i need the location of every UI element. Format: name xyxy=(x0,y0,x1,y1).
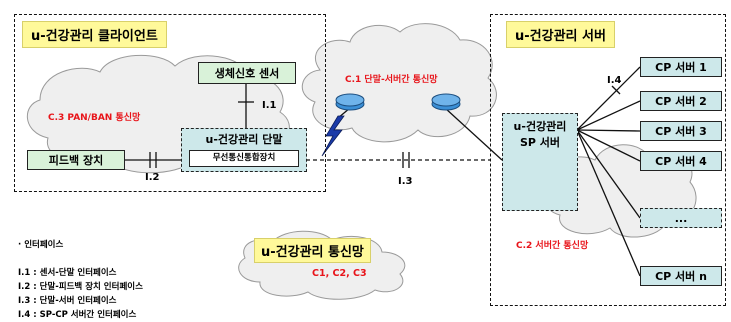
c1-label: C.1 단말-서버간 통신망 xyxy=(345,75,438,85)
legend-item-i4: I.4 : SP-CP 서버간 인터페이스 xyxy=(18,310,137,320)
cp-server-1: CP 서버 1 xyxy=(640,57,722,77)
server-title: u-건강관리 서버 xyxy=(506,21,615,48)
router-icon-client xyxy=(335,93,365,111)
server-group xyxy=(490,14,726,306)
router-icon-server xyxy=(431,93,461,111)
interface-i3-label: I.3 xyxy=(398,176,413,187)
pan-label: C.3 PAN/BAN 통신망 xyxy=(48,113,141,123)
network-sub: C1, C2, C3 xyxy=(312,268,367,279)
feedback-box: 피드백 장치 xyxy=(27,150,125,170)
wireless-bolt-icon xyxy=(321,115,345,157)
legend-item-i1: I.1 : 센서-단말 인터페이스 xyxy=(18,268,117,278)
terminal-title: u-건강관리 단말 xyxy=(205,133,283,146)
interface-i4-label: I.4 xyxy=(607,75,622,86)
interface-i2-label: I.2 xyxy=(145,172,160,183)
wireless-device-box: 무선통신통합장치 xyxy=(189,150,299,167)
sensor-box: 생체신호 센서 xyxy=(198,62,296,84)
cp-server-n: CP 서버 n xyxy=(640,266,722,286)
cp-server-3: CP 서버 3 xyxy=(640,121,722,141)
cp-server-4: CP 서버 4 xyxy=(640,151,722,171)
cp-server-2: CP 서버 2 xyxy=(640,91,722,111)
c2-label: C.2 서버간 통신망 xyxy=(516,241,589,251)
interface-i1-label: I.1 xyxy=(262,100,277,111)
cp-server-ellipsis: ... xyxy=(640,208,722,228)
legend-item-i2: I.2 : 단말-피드백 장치 인터페이스 xyxy=(18,282,143,292)
client-group xyxy=(14,14,326,192)
terminal-box: u-건강관리 단말 무선통신통합장치 xyxy=(181,128,307,172)
legend-item-i3: I.3 : 단말-서버 인터페이스 xyxy=(18,296,117,306)
c1-cloud xyxy=(301,23,497,143)
sp-server-line1: u-건강관리 xyxy=(513,120,567,133)
client-title: u-건강관리 클라이언트 xyxy=(22,21,167,48)
legend-title: · 인터페이스 xyxy=(18,240,64,250)
sp-server-line2: SP 서버 xyxy=(519,136,561,149)
sp-server-box: u-건강관리 SP 서버 xyxy=(502,113,578,211)
network-title: u-건강관리 통신망 xyxy=(254,238,371,263)
interface-ticks xyxy=(149,85,621,168)
